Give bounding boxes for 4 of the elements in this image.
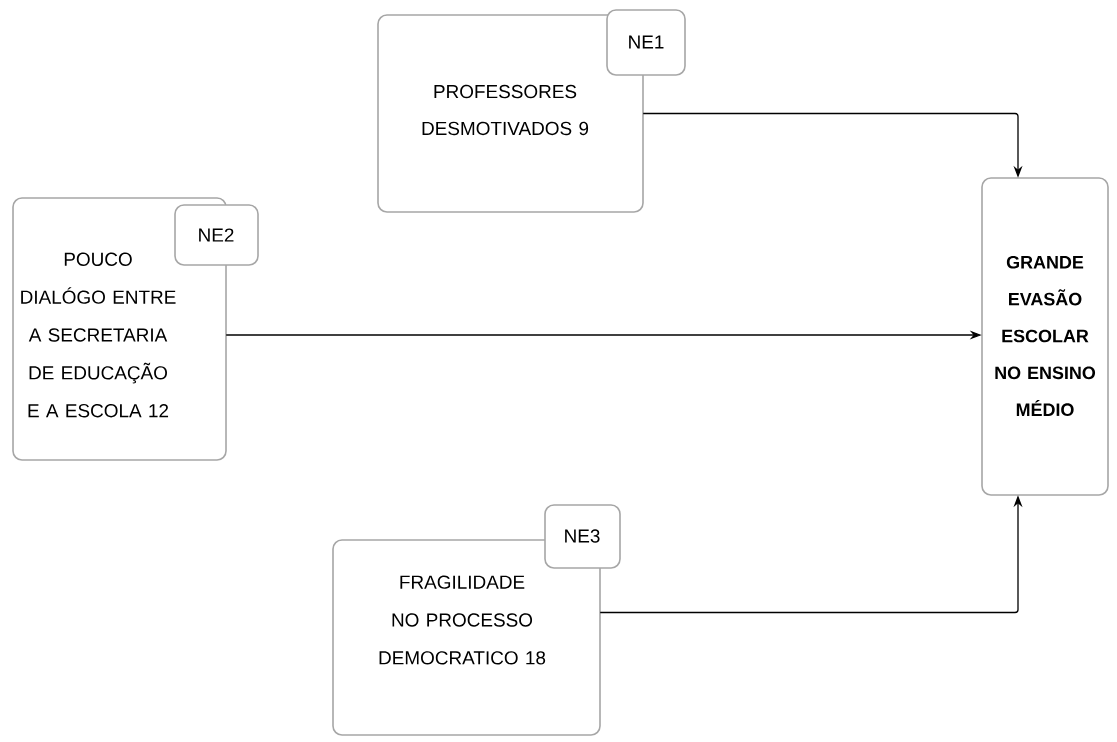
tag-box: NE2 — [174, 204, 259, 266]
tag-box: NE1 — [606, 9, 686, 76]
effect-box: GRANDE EVASÃO ESCOLAR NO ENSINO MÉDIO — [981, 177, 1109, 496]
tag-box: NE3 — [544, 504, 621, 569]
